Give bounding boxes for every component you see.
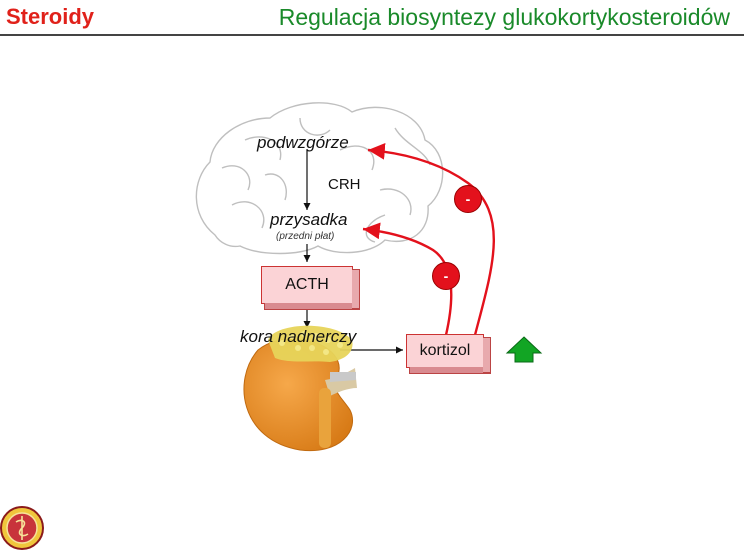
inhibition-badge-hypothalamus: - (454, 185, 482, 213)
feedback-to-hypothalamus (367, 142, 495, 336)
acth-label: ACTH (285, 276, 329, 293)
acth-box: ACTH (261, 266, 360, 310)
cortisol-label: kortizol (419, 342, 471, 359)
inhibition-sign-2: - (443, 268, 449, 284)
cortisol-box: kortizol (406, 334, 491, 374)
label-hypothalamus: podwzgórze (257, 133, 349, 152)
inhibition-sign-1: - (465, 191, 471, 207)
header-title-right: Regulacja biosyntezy glukokortykosteroid… (278, 4, 730, 30)
header-title-left: Steroidy (6, 4, 95, 29)
header-divider (0, 34, 744, 36)
label-crh: CRH (328, 176, 361, 193)
label-adrenal-cortex: kora nadnerczy (240, 327, 357, 346)
label-pituitary-note: (przedni płat) (276, 231, 335, 242)
label-pituitary: przysadka (270, 210, 348, 229)
feedback-to-pituitary (362, 222, 453, 336)
up-arrow-icon (505, 336, 543, 363)
adrenal-gland (243, 325, 357, 452)
inhibition-badge-pituitary: - (432, 262, 460, 290)
university-seal (0, 506, 44, 550)
